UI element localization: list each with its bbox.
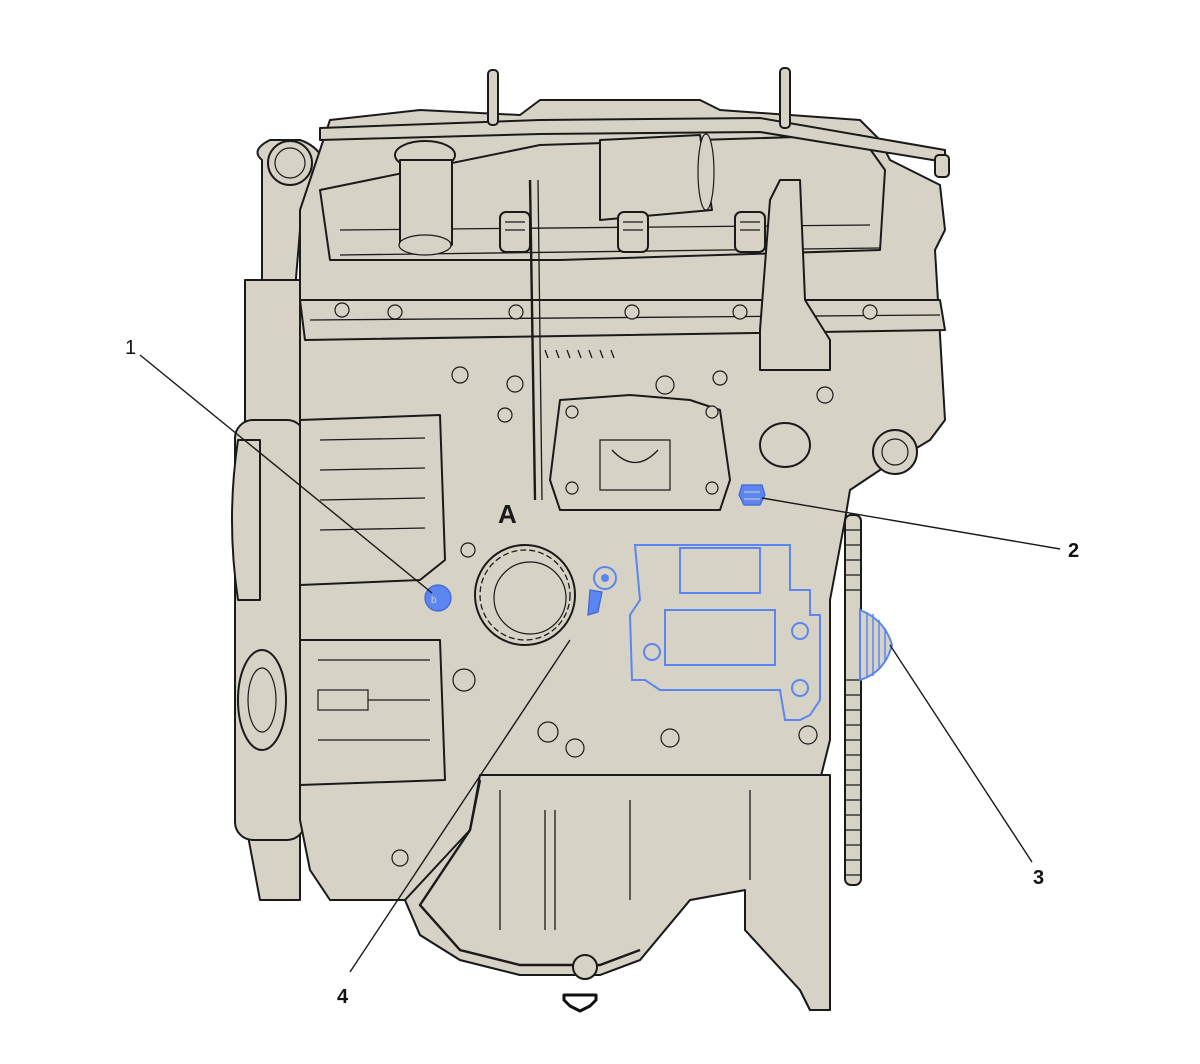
leader-1 bbox=[139, 354, 433, 594]
sensor-2 bbox=[738, 484, 766, 506]
callout-3: 3 bbox=[1033, 867, 1045, 889]
leader-4 bbox=[349, 639, 571, 973]
starter-motor bbox=[628, 544, 894, 721]
block-bolts bbox=[334, 302, 878, 423]
oil-filter bbox=[474, 544, 576, 646]
callout-2: 2 bbox=[1068, 540, 1080, 562]
flywheel bbox=[844, 514, 862, 886]
ignition-coils bbox=[499, 211, 766, 253]
engine-block: A bbox=[231, 67, 950, 1011]
front-direction-arrow-icon bbox=[562, 993, 598, 1013]
sensor-4 bbox=[587, 566, 617, 616]
svg-text:b: b bbox=[431, 595, 437, 606]
leader-3 bbox=[889, 644, 1033, 863]
oil-pan bbox=[404, 774, 831, 1011]
leader-lines bbox=[139, 354, 1061, 973]
sensor-1: b bbox=[424, 584, 452, 612]
callout-1: 1 bbox=[125, 337, 137, 359]
leader-2 bbox=[761, 497, 1061, 550]
section-marker-A: A bbox=[498, 499, 517, 529]
callout-4: 4 bbox=[337, 986, 349, 1008]
